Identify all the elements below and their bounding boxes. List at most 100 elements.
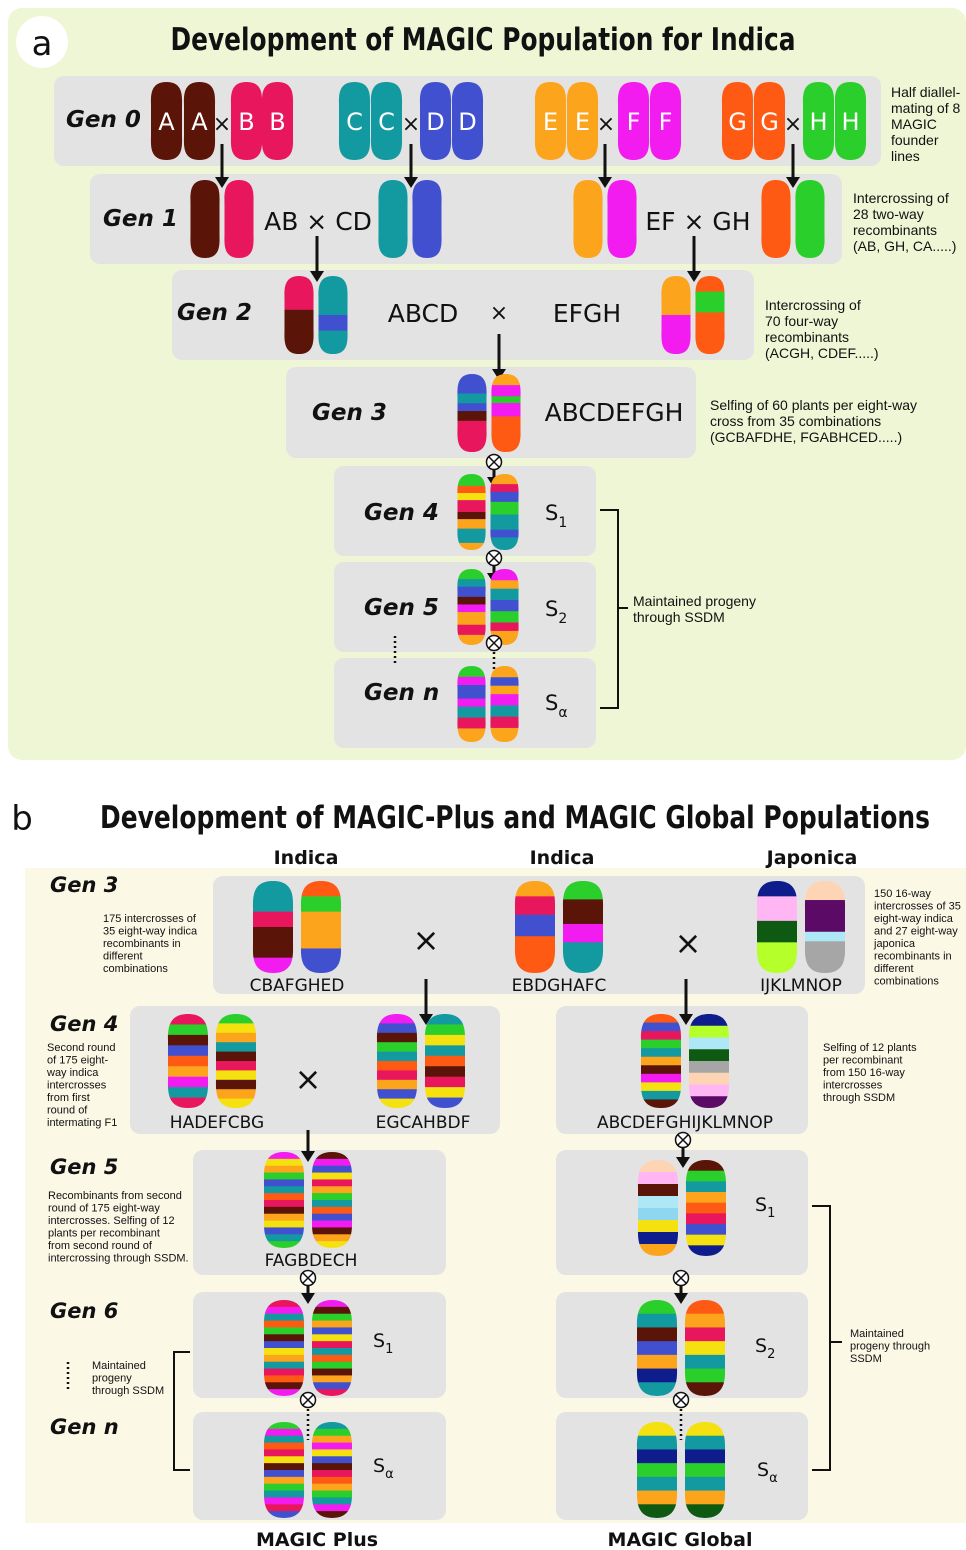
chromosome — [685, 1160, 727, 1256]
selfing-icon-cross — [675, 1394, 687, 1406]
selfing-icon-cross — [488, 637, 500, 649]
box-b-gen4-right — [556, 1006, 808, 1134]
chromosome-segment — [684, 1382, 726, 1396]
chromosome-segment — [376, 1098, 418, 1108]
chromosome-segment — [263, 1320, 305, 1328]
chromosome-segment — [685, 1160, 727, 1172]
chromosome-segment — [424, 1087, 466, 1099]
chromosome-segment — [457, 500, 486, 513]
chromosome — [795, 180, 825, 258]
chromosome-segment — [424, 1055, 466, 1067]
chromosome-segment — [636, 1300, 678, 1315]
chromosome-segment — [491, 385, 521, 397]
arrow-head — [786, 177, 800, 188]
chromosome-segment — [688, 1037, 730, 1050]
chromosome-segment — [756, 942, 798, 973]
chromosome — [607, 180, 637, 258]
chromosome-segment — [640, 1090, 682, 1100]
chromosome-segment — [756, 920, 798, 943]
chromosome-segment — [263, 1511, 305, 1518]
chromosome-segment — [419, 82, 452, 160]
s-label-1: S1 — [545, 501, 567, 531]
chromosome-segment — [457, 596, 486, 605]
chromosome-segment — [311, 1234, 353, 1242]
chromosome-segment — [514, 881, 556, 897]
note-b-gen5-left: Recombinants from second round of 175 ei… — [48, 1190, 189, 1265]
code-g4b: EGCAHBDF — [376, 1113, 471, 1133]
gen-label: Gen 4 — [364, 500, 439, 526]
chromosome-segment — [311, 1483, 353, 1492]
chromosome-segment — [311, 1361, 353, 1370]
chromosome — [834, 82, 867, 160]
chromosome-segment — [318, 315, 348, 332]
chromosome — [804, 881, 846, 973]
chromosome-segment — [637, 1184, 679, 1197]
chromosome-segment — [311, 1186, 353, 1194]
chromosome-segment — [224, 180, 254, 258]
chromosome — [311, 1422, 353, 1518]
chromosome-segment — [263, 1497, 305, 1505]
chromosome-segment — [167, 1066, 209, 1078]
chromosome — [753, 82, 786, 160]
note-gen1: Intercrossing of 28 two-way recombinants… — [853, 190, 956, 254]
chromosome-segment — [167, 1045, 209, 1057]
chromosome-segment — [167, 1014, 209, 1025]
chromosome — [457, 474, 486, 550]
panel-b-cross-symbols: × × × — [295, 921, 702, 1098]
gen-label: Gen 3 — [50, 873, 118, 897]
footer-magic-plus: MAGIC Plus — [256, 1529, 378, 1550]
chromosome-segment — [263, 1234, 305, 1242]
chromosome-segment — [562, 899, 604, 925]
chromosome-segment — [451, 82, 484, 160]
chromosome-segment — [167, 1097, 209, 1108]
chromosome-segment — [263, 1354, 305, 1363]
chromosome-segment — [252, 957, 294, 973]
chromosome-segment — [804, 941, 846, 973]
chromosome-segment — [263, 1470, 305, 1478]
chromosome-segment — [376, 1089, 418, 1100]
chromosome-segment — [685, 1192, 727, 1204]
chromosome-segment — [636, 1368, 678, 1383]
founder-letter: F — [627, 108, 641, 136]
chromosome-segment — [640, 1022, 682, 1032]
chromosome-segment — [457, 411, 487, 422]
chromosome-segment — [684, 1463, 726, 1478]
chromosome-segment — [490, 474, 519, 485]
arrow-head — [676, 1157, 690, 1168]
chromosome — [684, 1300, 726, 1396]
chromosome-segment — [263, 1200, 305, 1208]
chromosome — [534, 82, 567, 160]
code-g3c: IJKLMNOP — [760, 976, 842, 996]
chromosome-segment — [167, 1076, 209, 1088]
chromosome — [424, 1014, 466, 1108]
chromosome-segment — [688, 1061, 730, 1074]
chromosome-segment — [311, 1476, 353, 1485]
chromosome-segment — [215, 1098, 257, 1108]
chromosome-segment — [640, 1048, 682, 1058]
gen-label: Gen 4 — [50, 1012, 118, 1036]
chromosome-segment — [457, 666, 486, 678]
chromosome — [637, 1160, 679, 1256]
chromosome-segment — [150, 82, 183, 160]
chromosome-segment — [263, 1227, 305, 1235]
chromosome-segment — [263, 1449, 305, 1457]
chromosome-segment — [263, 1476, 305, 1485]
panel-b-codes: CBAFGHED EBDGHAFC IJKLMNOP HADEFCBG EGCA… — [170, 976, 842, 1271]
chromosome-segment — [490, 599, 519, 612]
selfing-icon-cross — [488, 456, 500, 468]
chromosome-segment — [457, 393, 487, 404]
chromosome-segment — [490, 716, 519, 729]
chromosome-segment — [490, 611, 519, 623]
founder-letter: C — [346, 108, 363, 136]
selfing-icon-cross — [488, 552, 500, 564]
chromosome-segment — [636, 1327, 678, 1342]
chromosome-segment — [263, 1435, 305, 1444]
chromosome-segment — [756, 896, 798, 922]
code-g4c: ABCDEFGHIJKLMNOP — [597, 1113, 773, 1133]
header-indica-2: Indica — [530, 847, 595, 869]
chromosome-segment — [457, 685, 486, 700]
founder-letter: G — [728, 108, 747, 136]
chromosome-segment — [457, 706, 486, 719]
panel-b-notes: 175 intercrosses of 35 eight-way indica … — [46, 888, 961, 1397]
selfing-icon-cross — [675, 1272, 687, 1284]
